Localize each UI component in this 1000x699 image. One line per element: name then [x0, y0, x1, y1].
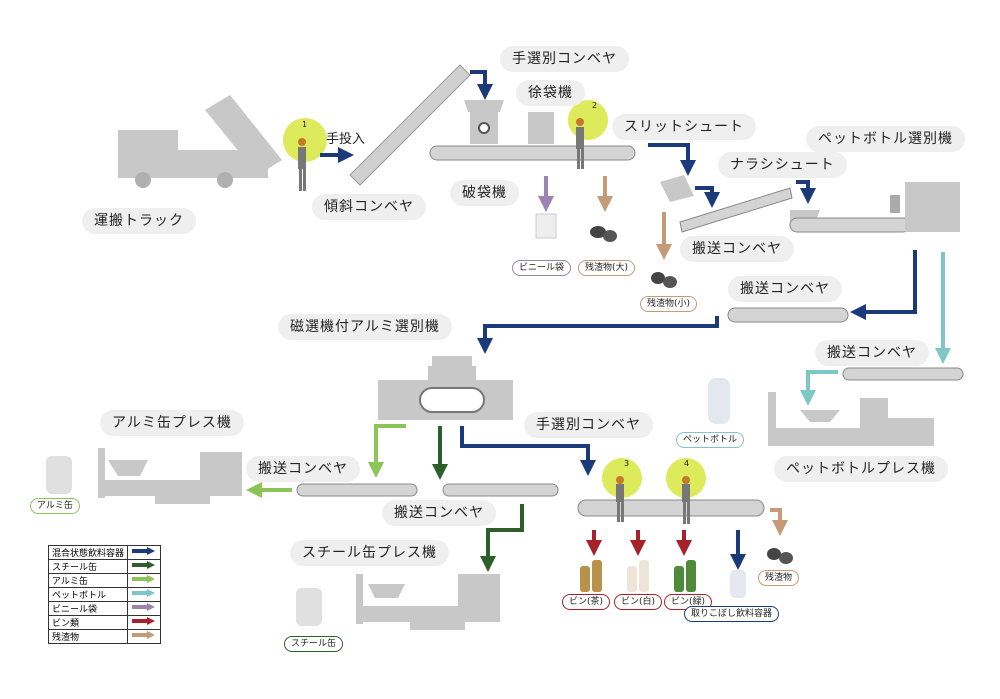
label-hand-sort-bottom: 手選別コンベヤ [524, 412, 653, 438]
transport-conveyor-1-shape [679, 187, 793, 233]
legend-row: 残渣物 [47, 629, 162, 644]
tag-steel-can: スチール缶 [284, 636, 344, 652]
worker-number-2: 2 [592, 101, 598, 110]
label-transport-5: 搬送コンベヤ [382, 500, 496, 526]
label-incline-conveyor: 傾斜コンベヤ [312, 194, 426, 220]
label-truck: 運搬トラック [82, 208, 196, 234]
legend-row: ビニール袋 [47, 601, 162, 616]
steel-press-machine [356, 574, 500, 630]
label-transport-1: 搬送コンベヤ [680, 236, 794, 262]
label-bag-remover: 徐袋機 [516, 80, 585, 106]
legend-label: 混合状態飲料容器 [47, 545, 129, 560]
legend-label: アルミ缶 [47, 573, 129, 588]
worker-4 [666, 458, 706, 524]
label-pet-press: ペットボトルプレス機 [774, 456, 948, 482]
transport-conveyor-4-shape [296, 483, 418, 497]
residue-icon [651, 272, 677, 288]
bottle-icon [627, 560, 649, 592]
legend-label: スチール缶 [47, 559, 129, 574]
bottle-icon [708, 378, 730, 424]
label-pet-sorter: ペットボトル選別機 [806, 126, 965, 152]
slit-chute-shape [660, 175, 694, 202]
tag-alu-can: アルミ缶 [30, 498, 80, 514]
tag-residue-large: 残渣物(大) [578, 260, 636, 276]
tag-pet-bottle: ペットボトル [676, 432, 745, 448]
hand-sort-bottom-conveyor [577, 499, 765, 517]
truck-illustration [118, 95, 282, 188]
tag-residue-small: 残渣物(小) [640, 296, 698, 312]
worker-1 [283, 118, 327, 191]
bottle-icon [580, 560, 602, 592]
residue-icon [590, 226, 617, 242]
flow-arrow-slit-chute [648, 143, 696, 176]
legend-label: ビニール袋 [47, 601, 129, 616]
worker-number-4: 4 [684, 459, 690, 468]
legend-label: 残渣物 [47, 629, 129, 644]
label-alu-press: アルミ缶プレス機 [100, 410, 244, 436]
worker-number-1: 1 [302, 120, 308, 129]
incline-conveyor-shape [349, 64, 471, 186]
tag-vinyl-bag: ビニール袋 [512, 260, 572, 276]
flow-arrow-to-hand-sort [460, 426, 596, 476]
flow-arrow-hand-sort-top [470, 70, 493, 100]
flow-arrow-to-transport-2 [850, 250, 917, 320]
tag-residue: 残渣物 [758, 570, 800, 586]
label-transport-4: 搬送コンベヤ [246, 456, 360, 482]
legend-row: ペットボトル [47, 587, 162, 602]
alu-press-machine [98, 448, 242, 504]
can-icon [296, 588, 322, 626]
label-hand-sort-top: 手選別コンベヤ [500, 46, 629, 72]
flow-arrow-alu [368, 424, 406, 478]
transport-conveyor-3-shape [842, 367, 964, 381]
legend-row: 混合状態飲料容器 [47, 545, 162, 560]
bottle-icon [730, 570, 746, 598]
bottle-icon [674, 560, 696, 592]
legend-row: ビン類 [47, 615, 162, 630]
worker-2 [568, 100, 608, 169]
legend-label: ペットボトル [47, 587, 129, 602]
bag-icon [535, 213, 557, 239]
legend-label: ビン類 [47, 615, 129, 630]
label-hand-input: 手投入 [326, 132, 366, 147]
transport-conveyor-5-shape [442, 483, 559, 497]
magnet-alu-sorter-machine [378, 356, 513, 420]
legend-row: スチール缶 [47, 559, 162, 574]
worker-3 [602, 458, 642, 522]
worker-number-3: 3 [624, 459, 630, 468]
label-magnet-alu-sorter: 磁選機付アルミ選別機 [278, 314, 452, 340]
label-bag-breaker: 破袋機 [450, 180, 519, 206]
pet-press-machine [768, 392, 934, 446]
label-narashi-chute: ナラシシュート [718, 152, 847, 178]
can-icon [46, 456, 72, 494]
pet-sorter-machine [789, 182, 960, 233]
tag-bottle-brown: ビン(茶) [562, 594, 611, 610]
tag-leftover-containers: 取りこぼし飲料容器 [684, 606, 780, 622]
transport-conveyor-2-shape [727, 307, 849, 323]
legend: 混合状態飲料容器 スチール缶 アルミ缶 ペットボトル ビニール袋 ビン類 残渣物 [47, 545, 162, 644]
label-transport-3: 搬送コンベヤ [815, 340, 929, 366]
residue-icon [767, 548, 793, 564]
tag-bottle-white: ビン(白) [614, 594, 663, 610]
legend-row: アルミ缶 [47, 573, 162, 588]
label-slit-chute: スリットシュート [612, 114, 756, 140]
label-transport-2: 搬送コンベヤ [728, 276, 842, 302]
label-steel-press: スチール缶プレス機 [290, 540, 449, 566]
